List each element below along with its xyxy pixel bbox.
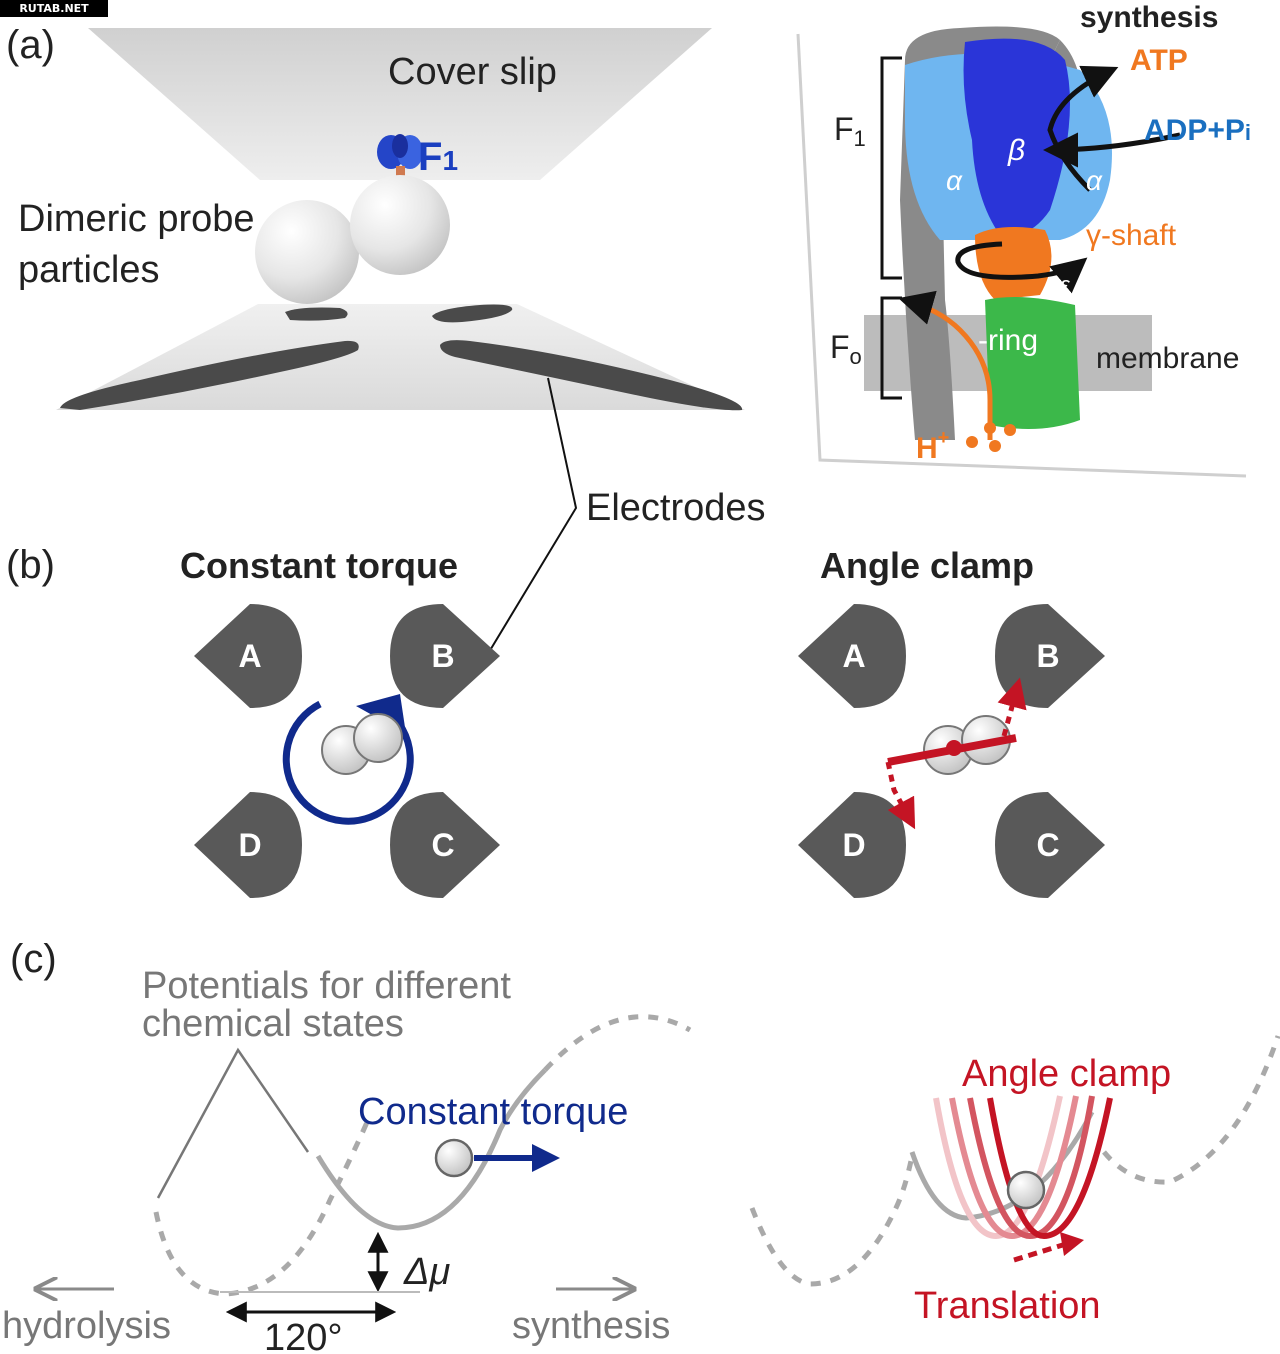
hydrolysis-label: hydrolysis xyxy=(2,1305,171,1347)
inset-synthesis: synthesis xyxy=(1080,1,1218,34)
clamp-electrode-c: C xyxy=(995,792,1105,898)
potentials-label-line1: Potentials for different xyxy=(142,965,511,1007)
inset-fo-label: Fo xyxy=(830,329,862,369)
inset-gamma-shaft: γ-shaft xyxy=(1086,219,1177,252)
inset-alpha-right: α xyxy=(1086,165,1103,196)
clamp-electrode-b: B xyxy=(995,604,1105,708)
delta-mu-indicator xyxy=(220,1231,420,1293)
svg-text:B: B xyxy=(1036,638,1059,674)
torque-electrode-d: D xyxy=(194,792,302,898)
panel-b-label: (b) xyxy=(6,543,55,587)
probe-particle-left xyxy=(255,200,359,304)
electrode-strips xyxy=(60,304,743,411)
angle-clamp-title: Angle clamp xyxy=(820,545,1034,586)
torque-force-label: Constant torque xyxy=(358,1091,628,1133)
clamp-electrode-d: D xyxy=(798,792,906,898)
angle-clamp-indicator xyxy=(885,677,1027,830)
potential-bead-left xyxy=(434,1138,474,1178)
potential-curves-left xyxy=(153,1014,692,1297)
svg-text:A: A xyxy=(238,638,261,674)
inset-f1-label: F1 xyxy=(834,111,866,151)
translation-label: Translation xyxy=(914,1285,1101,1327)
svg-text:C: C xyxy=(1036,827,1059,863)
angle-120-label: 120° xyxy=(264,1317,343,1354)
electrodes-pointer-line xyxy=(485,377,578,658)
inset-epsilon: ε xyxy=(1060,272,1070,297)
delta-mu-label: Δμ xyxy=(403,1251,450,1293)
potentials-pointer xyxy=(156,1047,310,1199)
synthesis-label: synthesis xyxy=(512,1305,670,1347)
torque-dimer-beads xyxy=(321,713,403,775)
inset-c-ring: -ring xyxy=(978,324,1038,357)
atp-synthase-inset xyxy=(796,26,1247,478)
probe-particle-right xyxy=(350,175,450,275)
dimeric-label-line1: Dimeric probe xyxy=(18,198,255,240)
inset-adp: ADP+Pi xyxy=(1144,114,1251,147)
dimeric-label-line2: particles xyxy=(18,249,160,291)
constant-torque-arrow xyxy=(474,1144,560,1172)
constant-torque-title: Constant torque xyxy=(180,545,458,586)
translation-arrow xyxy=(1013,1232,1084,1263)
inset-alpha-left: α xyxy=(946,165,963,196)
angle-clamp-curve-label: Angle clamp xyxy=(962,1053,1171,1095)
cover-slip xyxy=(88,28,712,180)
torque-electrode-a: A xyxy=(194,604,302,708)
torque-electrode-c: C xyxy=(390,792,500,898)
svg-text:A: A xyxy=(842,638,865,674)
cover-slip-label: Cover slip xyxy=(388,51,557,93)
inset-atp: ATP xyxy=(1130,44,1188,77)
inset-beta: β xyxy=(1007,134,1025,167)
svg-text:D: D xyxy=(238,827,261,863)
clamp-electrode-a: A xyxy=(798,604,906,708)
f1-label: F1 xyxy=(418,135,458,179)
potential-bead-right xyxy=(1006,1170,1046,1210)
glass-substrate xyxy=(56,304,745,410)
f1-molecule-icon xyxy=(377,134,423,179)
potential-curves-right xyxy=(749,1035,1280,1287)
panel-c-label: (c) xyxy=(10,937,57,981)
svg-text:D: D xyxy=(842,827,865,863)
inset-proton: H+ xyxy=(916,427,949,465)
panel-a-label: (a) xyxy=(6,23,55,67)
svg-text:B: B xyxy=(431,638,454,674)
watermark: RUTAB.NET xyxy=(0,0,108,17)
inset-membrane: membrane xyxy=(1096,342,1239,375)
electrodes-label: Electrodes xyxy=(586,487,766,529)
svg-text:C: C xyxy=(431,827,454,863)
torque-electrode-b: B xyxy=(390,604,500,708)
potentials-label-line2: chemical states xyxy=(142,1003,404,1045)
